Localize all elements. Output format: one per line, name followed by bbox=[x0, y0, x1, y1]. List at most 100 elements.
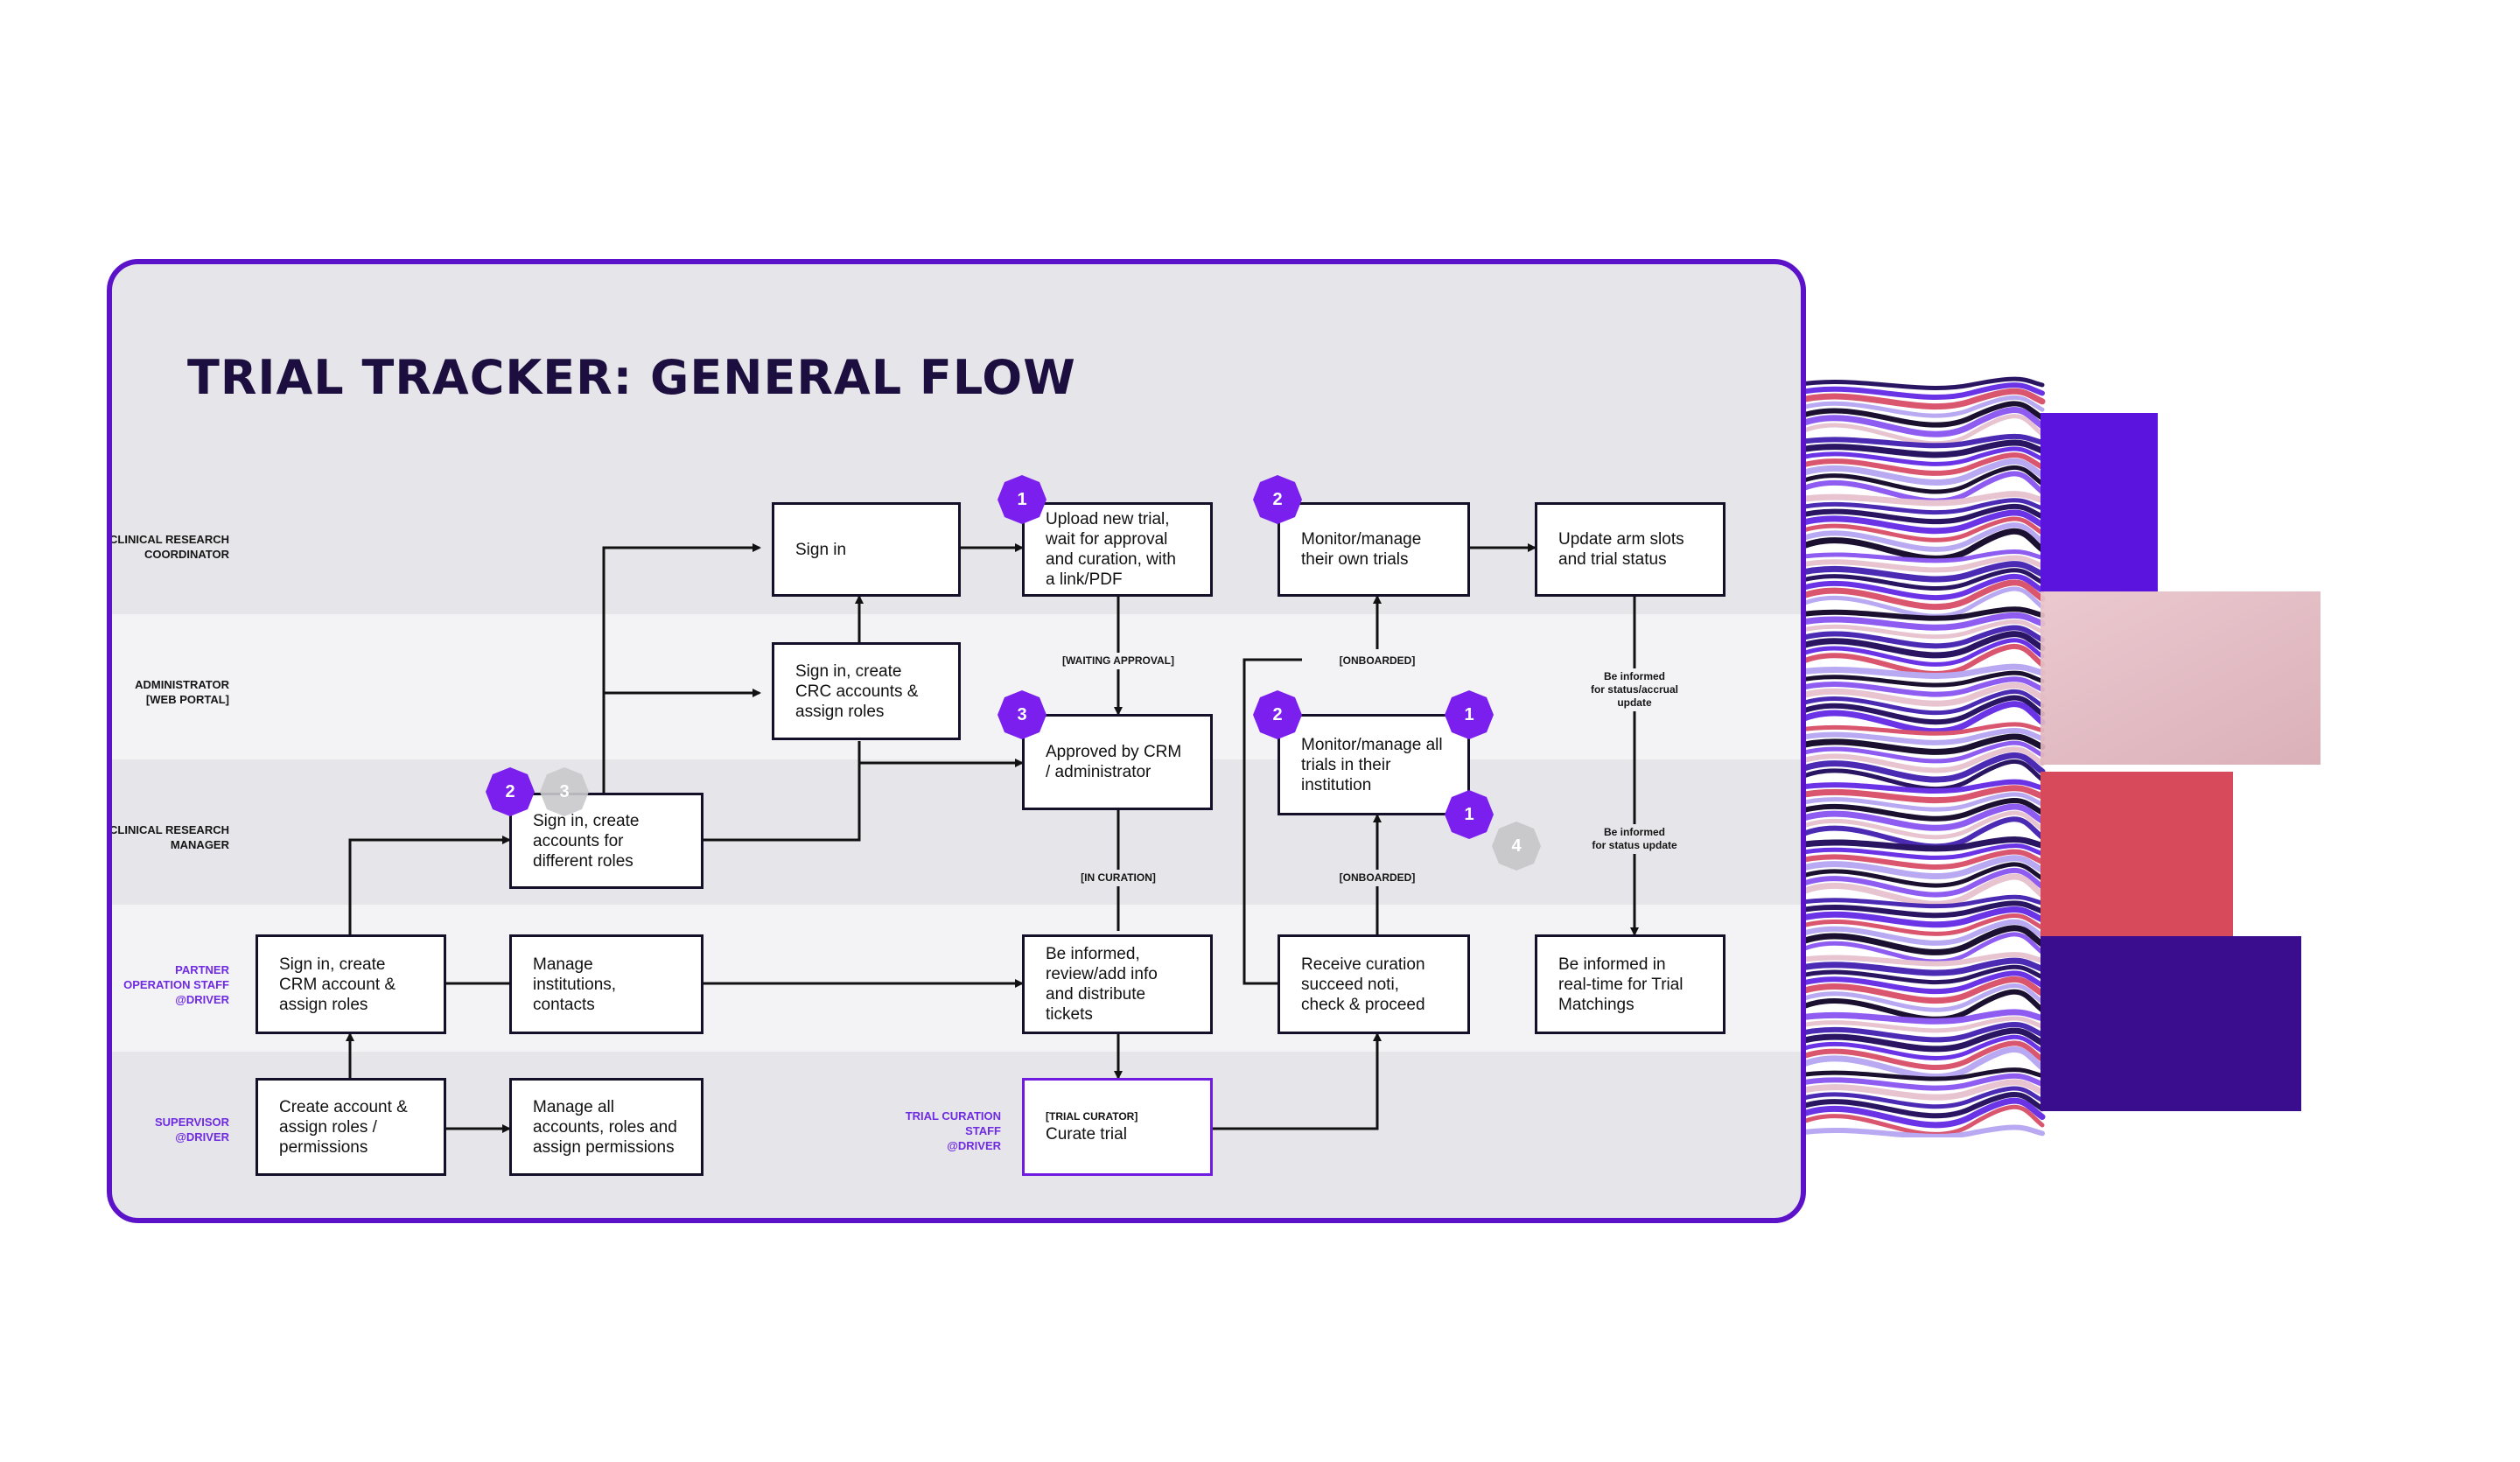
box-text: Sign in, create accounts for different r… bbox=[533, 811, 640, 871]
ribbon-strand bbox=[1796, 1073, 2045, 1091]
ribbon-strand bbox=[1796, 752, 2046, 783]
arrow-receive-loop bbox=[1242, 658, 1302, 985]
ribbon-strand bbox=[1796, 970, 2045, 995]
ribbon-strand bbox=[1796, 803, 2046, 831]
badge-crm-grey: 3 bbox=[539, 766, 590, 817]
lane-label-line: [WEB PORTAL] bbox=[145, 693, 229, 706]
admin-sign-in-box[interactable]: Sign in, create CRC accounts & assign ro… bbox=[772, 642, 961, 740]
deco-block-indigo bbox=[2040, 936, 2301, 1111]
lane-label-line: COORDINATOR bbox=[144, 548, 229, 561]
update-arm-box[interactable]: Update arm slots and trial status bbox=[1535, 502, 1726, 597]
crc-sign-in-box[interactable]: Sign in bbox=[772, 502, 961, 597]
box-text: [TRIAL CURATOR] Curate trial bbox=[1046, 1109, 1138, 1144]
ribbon-strand bbox=[1796, 452, 2045, 476]
lane-label-administrator: ADMINISTRATOR [WEB PORTAL] bbox=[112, 677, 229, 707]
receive-curation-box[interactable]: Receive curation succeed noti, check & p… bbox=[1278, 934, 1470, 1034]
manage-all-box[interactable]: Manage all accounts, roles and assign pe… bbox=[509, 1078, 704, 1176]
ribbon-strand bbox=[1796, 549, 2045, 563]
badge-monitor-all-right-top: 1 bbox=[1444, 689, 1494, 740]
box-text: Monitor/manage all trials in their insti… bbox=[1301, 735, 1443, 794]
lane-label-coordinator: CLINICAL RESEARCH COORDINATOR bbox=[112, 532, 229, 562]
flow-connectors bbox=[346, 543, 1639, 1133]
ribbon-strand bbox=[1796, 395, 2045, 418]
ribbon-strand bbox=[1796, 1040, 2045, 1070]
badge-number: 1 bbox=[1017, 489, 1027, 509]
badge-monitor-own: 2 bbox=[1252, 474, 1303, 525]
curate-trial-label: Curate trial bbox=[1046, 1125, 1127, 1144]
lane-label-line: OPERATION STAFF bbox=[123, 978, 229, 991]
note-line: Be informed bbox=[1603, 670, 1666, 682]
lane-label-line: PARTNER bbox=[175, 963, 229, 976]
ribbon-strand bbox=[1796, 663, 2046, 679]
ribbon-strand bbox=[1796, 446, 2045, 466]
lane-label-line: ADMINISTRATOR bbox=[135, 678, 229, 691]
box-text: Upload new trial, wait for approval and … bbox=[1046, 510, 1176, 589]
ribbon-strand bbox=[1796, 619, 2045, 640]
badge-number: 2 bbox=[505, 781, 515, 801]
ribbon-strand bbox=[1796, 964, 2045, 985]
ribbon-strand bbox=[1796, 573, 2045, 600]
note-onboarded-top: [ONBOARDED] bbox=[1334, 653, 1421, 669]
monitor-all-box[interactable]: Monitor/manage all trials in their insti… bbox=[1278, 714, 1470, 815]
approved-box[interactable]: Approved by CRM / administrator bbox=[1022, 714, 1213, 810]
ribbon-strand bbox=[1796, 1092, 2045, 1119]
ribbon-strand bbox=[1796, 740, 2045, 764]
box-text: Be informed in real-time for Trial Match… bbox=[1558, 955, 1684, 1014]
ribbon-strand bbox=[1796, 1009, 2046, 1025]
ribbon-strand bbox=[1796, 906, 2046, 928]
ribbon-strand bbox=[1796, 1079, 2046, 1101]
ribbon-strand bbox=[1796, 746, 2045, 773]
ribbon-strand bbox=[1796, 1067, 2045, 1081]
deco-block-pink-glass bbox=[2040, 591, 2320, 765]
badge-number: 3 bbox=[1017, 704, 1027, 724]
ribbon-strand bbox=[1796, 733, 2046, 755]
ribbon-strand bbox=[1796, 855, 2046, 880]
trial-curator-tag: [TRIAL CURATOR] bbox=[1046, 1110, 1138, 1123]
lane-label-line: CLINICAL RESEARCH bbox=[109, 823, 229, 836]
ribbon-strand bbox=[1796, 925, 2046, 955]
lane-label-supervisor: SUPERVISOR @DRIVER bbox=[112, 1115, 229, 1144]
ribbon-strand bbox=[1796, 1124, 2045, 1137]
ribbon-strand bbox=[1796, 503, 2045, 525]
box-text: Create account & assign roles / permissi… bbox=[279, 1097, 408, 1157]
page-title: TRIAL TRACKER: GENERAL FLOW bbox=[187, 350, 1076, 405]
ribbon-strand bbox=[1796, 528, 2046, 562]
ribbon-strand bbox=[1796, 433, 2045, 449]
badge-approved: 3 bbox=[997, 689, 1047, 740]
ribbon-strand bbox=[1796, 868, 2045, 898]
ribbon-strand bbox=[1796, 555, 2045, 573]
partner-sign-in-box[interactable]: Sign in, create CRM account & assign rol… bbox=[256, 934, 446, 1034]
curate-trial-box[interactable]: [TRIAL CURATOR] Curate trial bbox=[1022, 1078, 1213, 1176]
lane-label-partner: PARTNER OPERATION STAFF @DRIVER bbox=[112, 962, 229, 1007]
crm-sign-in-box[interactable]: Sign in, create accounts for different r… bbox=[509, 793, 704, 889]
ribbon-strand bbox=[1796, 561, 2046, 583]
ribbon-strand bbox=[1796, 873, 2046, 907]
ribbon-strand bbox=[1796, 1046, 2046, 1080]
box-text: Sign in bbox=[795, 540, 847, 559]
deco-block-violet bbox=[2040, 413, 2158, 591]
ribbon-strand bbox=[1796, 976, 2046, 1004]
ribbon-strand bbox=[1796, 701, 2046, 735]
lane-label-line: @DRIVER bbox=[175, 993, 229, 1006]
monitor-own-box[interactable]: Monitor/manage their own trials bbox=[1278, 502, 1470, 597]
badge-upload: 1 bbox=[997, 474, 1047, 525]
ribbon-strand bbox=[1796, 407, 2046, 437]
ribbon-strand bbox=[1796, 382, 2045, 401]
ribbon-strand bbox=[1796, 376, 2045, 390]
box-text: Manage institutions, contacts bbox=[533, 955, 617, 1014]
review-box[interactable]: Be informed, review/add info and distrib… bbox=[1022, 934, 1213, 1034]
manage-institutions-box[interactable]: Manage institutions, contacts bbox=[509, 934, 704, 1034]
note-informed-accrual: Be informed for status/accrual update bbox=[1585, 668, 1684, 711]
deco-block-red bbox=[2040, 772, 2233, 968]
upload-trial-box[interactable]: Upload new trial, wait for approval and … bbox=[1022, 502, 1213, 597]
ribbon-strand bbox=[1796, 439, 2046, 458]
supervisor-create-box[interactable]: Create account & assign roles / permissi… bbox=[256, 1078, 446, 1176]
realtime-box[interactable]: Be informed in real-time for Trial Match… bbox=[1535, 934, 1726, 1034]
ribbon-strand bbox=[1796, 759, 2045, 791]
ribbon-strand bbox=[1796, 798, 2045, 822]
lane-label-line: @DRIVER bbox=[947, 1139, 1001, 1152]
ribbon-strand bbox=[1796, 727, 2045, 745]
ribbon-strand bbox=[1796, 522, 2045, 552]
ribbon-strand bbox=[1796, 1016, 2045, 1033]
ribbon-strand bbox=[1796, 1086, 2045, 1109]
